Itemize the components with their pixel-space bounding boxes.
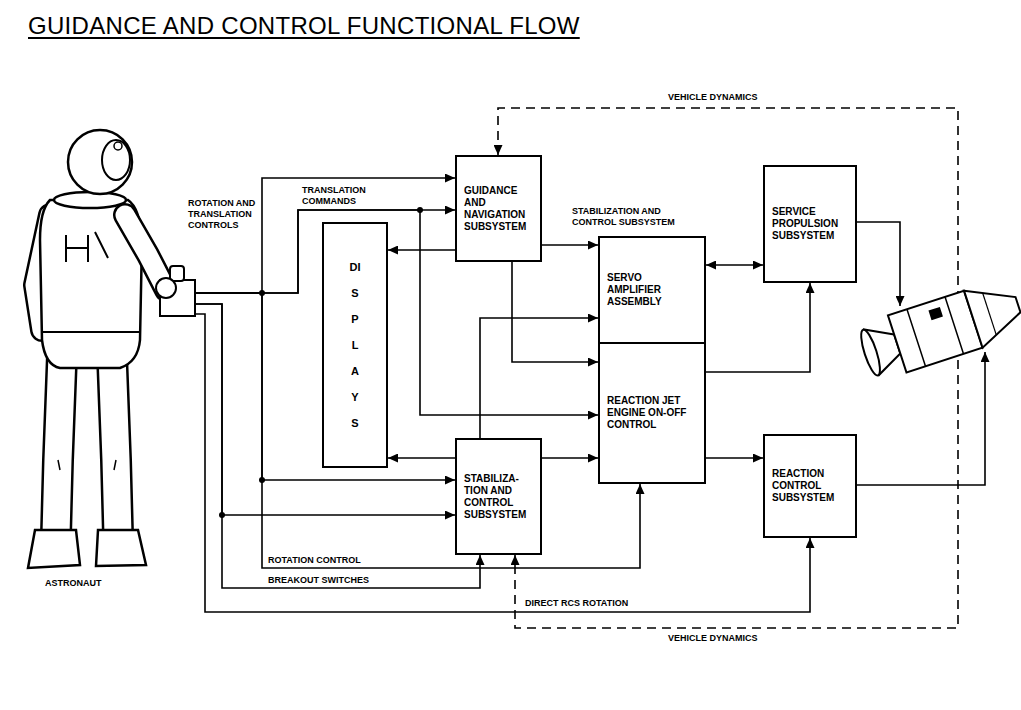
signal-connector <box>388 457 455 459</box>
astronaut-illustration <box>28 130 195 568</box>
leg-fill <box>112 355 118 535</box>
thrust-line <box>857 222 900 306</box>
loop-label: VEHICLE DYNAMICS <box>668 633 758 644</box>
glove <box>156 278 176 298</box>
leg-outline <box>112 355 118 535</box>
node-text: REACTION CONTROL SUBSYSTEM <box>772 468 848 504</box>
signal-label: BREAKOUT SWITCHES <box>268 575 369 586</box>
subsystem-box: STABILIZA- TION AND CONTROL SUBSYSTEM <box>455 438 542 555</box>
node-text: ASTRONAUT <box>45 578 102 589</box>
junction-dots <box>219 207 423 518</box>
signal-connector <box>542 244 598 246</box>
node-text: SERVICE PROPULSION SUBSYSTEM <box>772 206 848 242</box>
signal-connector <box>512 262 598 362</box>
node-text: SERVO AMPLIFIER ASSEMBLY <box>607 272 697 308</box>
leg-fill <box>56 355 62 535</box>
control-box: REACTION JET ENGINE ON-OFF CONTROL <box>598 342 706 484</box>
dashed-feedback-line <box>515 330 958 628</box>
engine-bell-rim <box>857 328 883 377</box>
node-text: DISPLAYS <box>350 254 361 436</box>
arm-fill <box>125 215 166 290</box>
signal-connector <box>706 457 763 459</box>
rcs-quad <box>928 307 943 320</box>
node-text: GUIDANCE AND NAVIGATION SUBSYSTEM <box>464 185 533 233</box>
group-label: STABILIZATION AND CONTROL SUBSYSTEM <box>572 206 707 228</box>
boot <box>96 530 146 566</box>
node-text: REACTION JET ENGINE ON-OFF CONTROL <box>607 395 697 431</box>
controller-grip <box>170 266 184 281</box>
signal-connector <box>706 264 763 266</box>
module-band <box>983 293 997 335</box>
signal-connector <box>542 457 598 459</box>
diagram-title: GUIDANCE AND CONTROL FUNCTIONAL FLOW <box>28 12 580 40</box>
helmet-light <box>114 142 122 150</box>
signal-connector <box>706 283 810 372</box>
signal-label: ROTATION CONTROL <box>268 555 361 566</box>
control-label: ROTATION AND TRANSLATION CONTROLS <box>188 198 256 231</box>
signal-connector <box>195 314 810 612</box>
neck-ring <box>54 192 126 208</box>
helmet <box>68 130 132 194</box>
subsystem-box: SERVICE PROPULSION SUBSYSTEM <box>763 165 857 283</box>
spacecraft-illustration <box>856 276 1021 383</box>
signal-connector <box>480 318 598 438</box>
signal-label: DIRECT RCS ROTATION <box>525 598 628 609</box>
suit-marking <box>66 232 108 262</box>
module-band <box>907 297 964 366</box>
boot <box>28 530 80 568</box>
display-box: DISPLAYS <box>322 222 388 468</box>
arm-outline <box>125 215 166 290</box>
signal-connector <box>388 249 455 251</box>
visor <box>102 140 130 180</box>
leg-outline <box>56 355 62 535</box>
node-text: STABILIZA- TION AND CONTROL SUBSYSTEM <box>464 473 533 521</box>
loop-label: VEHICLE DYNAMICS <box>668 92 758 103</box>
subsystem-box: REACTION CONTROL SUBSYSTEM <box>763 434 857 538</box>
command-module <box>964 276 1021 348</box>
belt <box>42 331 140 333</box>
astronaut-figure: ASTRONAUT <box>15 120 195 595</box>
knee-mark <box>58 460 116 470</box>
subsystem-box: GUIDANCE AND NAVIGATION SUBSYSTEM <box>455 155 542 262</box>
signal-label: TRANSLATION COMMANDS <box>302 185 382 207</box>
assembly-box: SERVO AMPLIFIER ASSEMBLY <box>598 236 706 344</box>
signal-connector <box>195 293 640 568</box>
dashed-feedback-line <box>498 108 958 330</box>
